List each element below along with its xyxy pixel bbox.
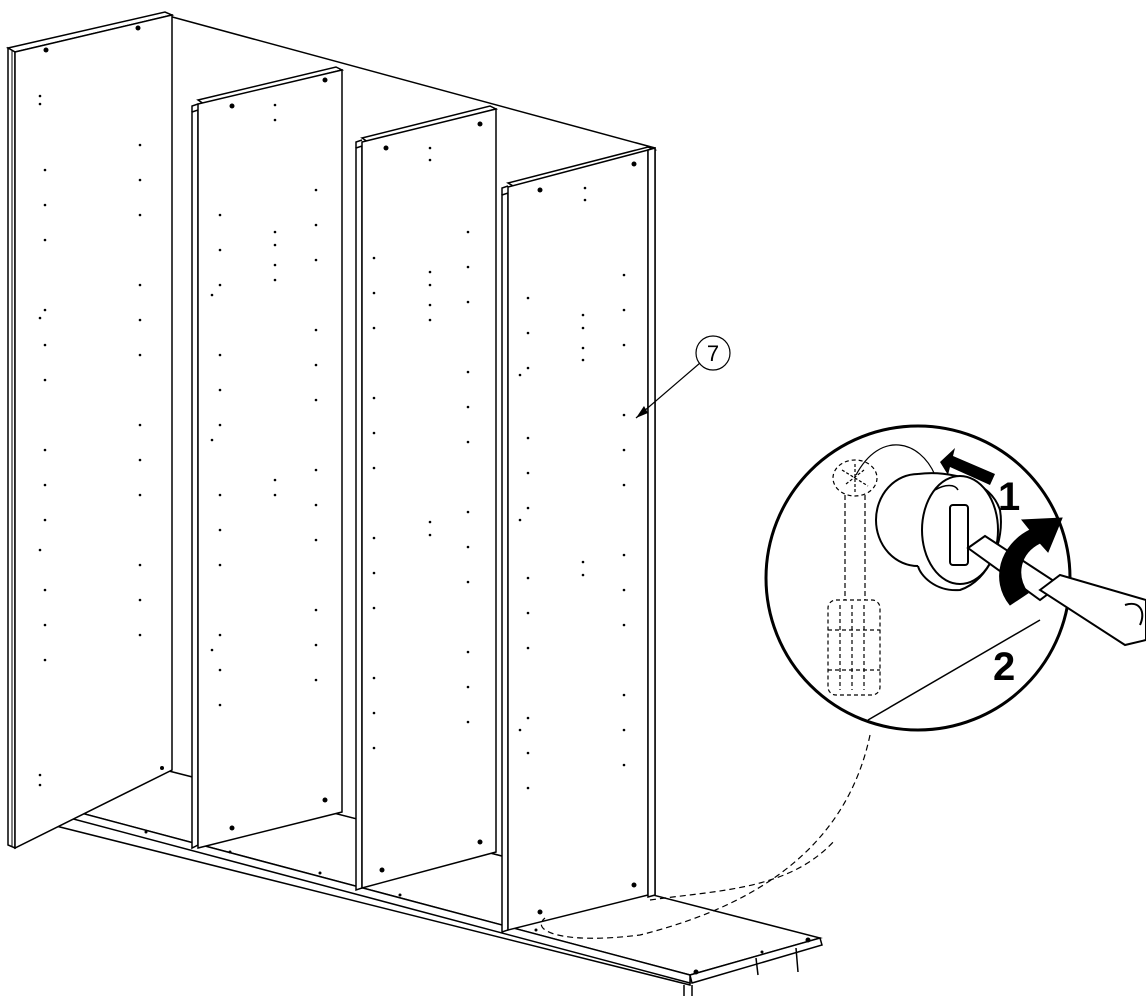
detail-leader (540, 734, 871, 939)
step-1-label: 1 (998, 475, 1020, 519)
right-side-holes (518, 161, 637, 915)
leader-line (635, 362, 701, 419)
panel-edge-line (867, 619, 1041, 721)
step-2-label: 2 (993, 645, 1015, 689)
callout-circle (695, 335, 731, 371)
cam-lock (875, 472, 1002, 592)
wooden-dowel (827, 599, 881, 696)
divider-1-holes (210, 77, 328, 831)
left-side-holes (38, 25, 164, 787)
detail-magnifier: 1 2 (764, 424, 1146, 732)
part-number-label: 7 (707, 341, 719, 366)
rotate-arrow-icon (999, 517, 1063, 606)
right-side-panel (501, 146, 658, 934)
part-7-callout: 7 (635, 335, 731, 419)
divider-2-holes (372, 121, 483, 873)
arrowhead (636, 406, 648, 418)
push-arrow-icon (940, 448, 995, 485)
divider-panel-2 (355, 105, 499, 892)
cam-bolt (832, 444, 936, 600)
divider-panel-1 (191, 66, 345, 850)
left-side-panel (5, 11, 175, 850)
